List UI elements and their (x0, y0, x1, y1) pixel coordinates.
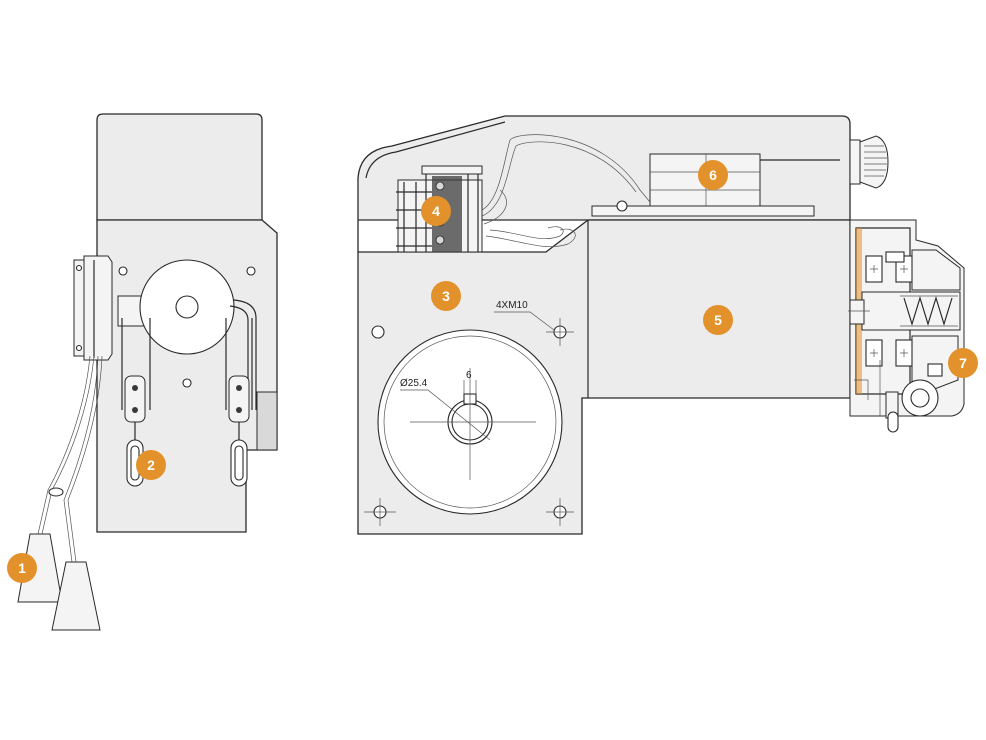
callout-3-badge (431, 281, 461, 311)
callout-6-badge (698, 160, 728, 190)
callout-4-label: 4 (432, 203, 440, 219)
callout-1-badge (7, 553, 37, 583)
callout-2-badge (136, 450, 166, 480)
callout-7-badge (948, 348, 978, 378)
callout-2: 2 (136, 450, 166, 480)
callout-2-label: 2 (147, 457, 155, 473)
side-view (17, 113, 278, 631)
callout-6: 6 (698, 160, 728, 190)
callout-4-badge (421, 196, 451, 226)
callout-3: 3 (431, 281, 461, 311)
callout-1-label: 1 (18, 560, 26, 576)
callout-5: 5 (703, 305, 733, 335)
callout-3-label: 3 (442, 288, 450, 304)
callout-7-label: 7 (959, 355, 967, 371)
callout-5-label: 5 (714, 312, 722, 328)
front-view (357, 115, 965, 535)
bore-dimension-label: Ø25.4 (400, 378, 428, 389)
bolt-dimension-label: 4XM10 (496, 300, 528, 311)
keyway-dimension-label: 6 (466, 370, 472, 381)
callout-4: 4 (421, 196, 451, 226)
callout-1: 1 (7, 553, 37, 583)
callout-5-badge (703, 305, 733, 335)
callout-7: 7 (948, 348, 978, 378)
callout-6-label: 6 (709, 167, 717, 183)
